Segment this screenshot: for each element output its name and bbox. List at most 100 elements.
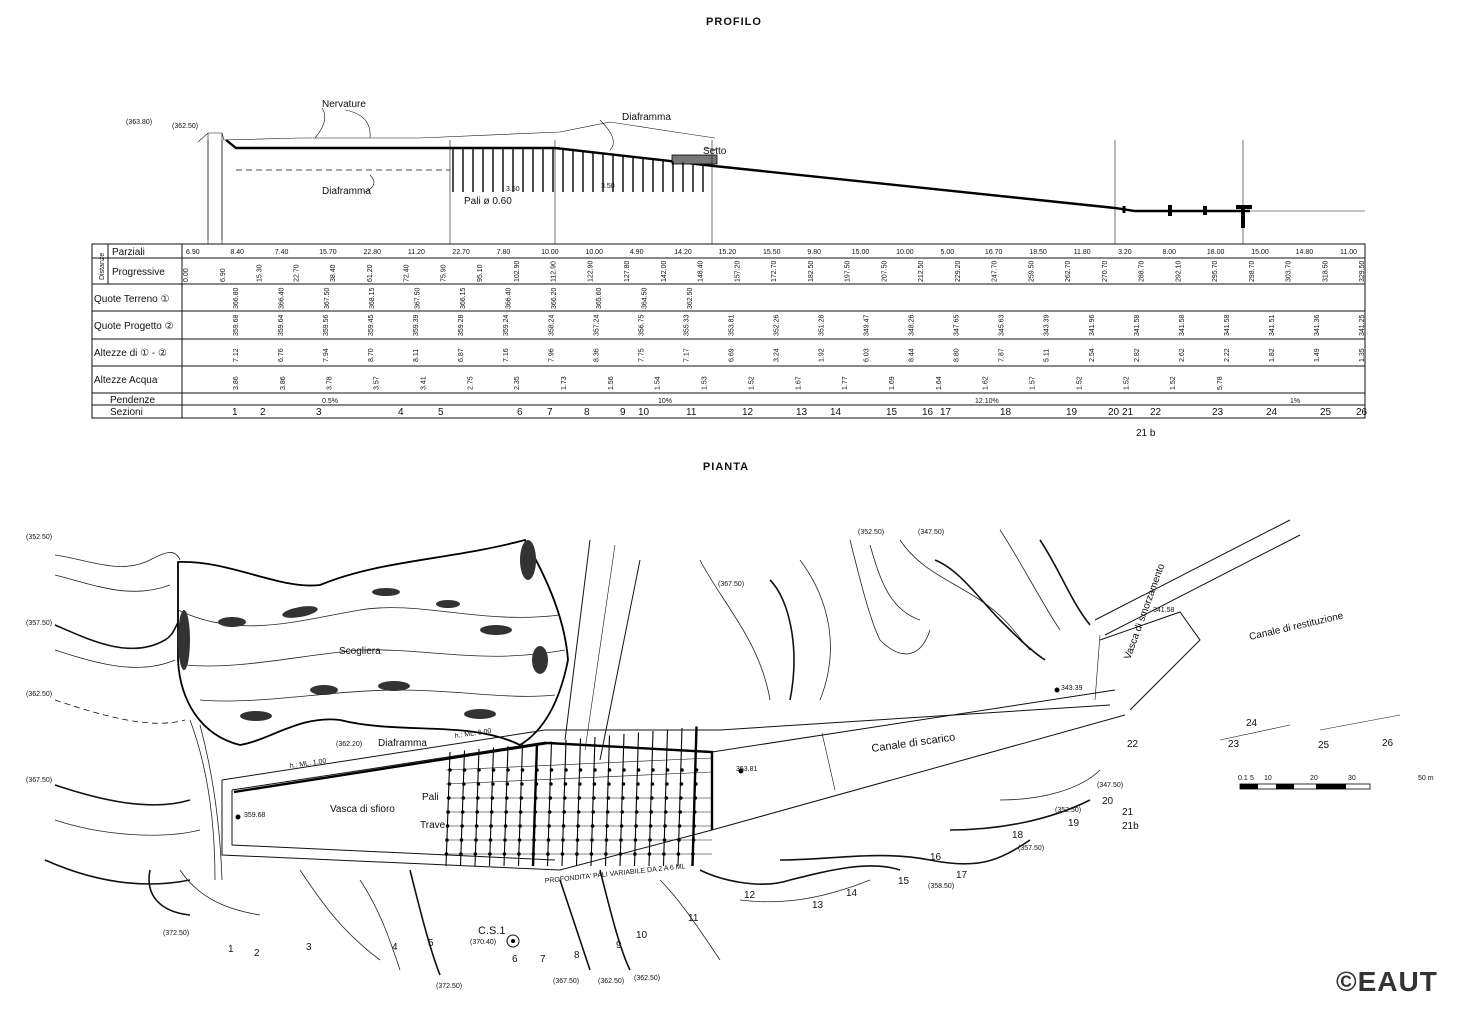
quote-progetto-cell: 359.39 (413, 314, 420, 336)
progressive-cell: 212.50 (918, 260, 925, 282)
quote-progetto-cell: 343.39 (1044, 314, 1051, 336)
profile-title: PROFILO (706, 16, 762, 28)
quote-terreno-cell: 366.80 (233, 287, 240, 309)
contour-elevation: (352.50) (1055, 807, 1081, 814)
contour-elevation: (372.50) (163, 930, 189, 937)
parziali-cell: 11.00 (1340, 249, 1357, 256)
pile-point (636, 768, 641, 772)
parziali-cell: 22.70 (452, 249, 470, 256)
altezze-cell: 6.69 (728, 348, 735, 362)
altezze-cell: 6.03 (864, 348, 871, 362)
progressive-cell: 259.50 (1028, 260, 1035, 282)
altezze-acqua-cell: 1.52 (1170, 376, 1177, 390)
sezione-cell: 16 (922, 407, 934, 418)
altezze-acqua-cell: 3.86 (280, 376, 287, 390)
sezione-cell: 9 (620, 407, 626, 418)
pendenza-cell: 1% (1290, 398, 1300, 405)
quote-terreno-cell: 367.50 (415, 287, 422, 309)
altezze-acqua-cell: 1.62 (983, 376, 990, 390)
quote-terreno-cell: 365.60 (596, 287, 603, 309)
parziali-cell: 10.00 (896, 249, 914, 256)
sezione-cell: 2 (260, 407, 266, 418)
pile-point (680, 768, 684, 772)
altezze-acqua-cell: 1.53 (702, 376, 709, 390)
setto-label: Setto (703, 146, 727, 157)
contour-elevation: (367.50) (718, 581, 744, 588)
progressive-cell: 157.20 (734, 260, 741, 282)
quote-progetto-cell: 358.24 (548, 314, 555, 336)
section-marker: 7 (540, 954, 546, 965)
parziali-cell: 14.80 (1296, 249, 1314, 256)
parziali-cell: 9.80 (807, 249, 821, 256)
sezione-cell: 17 (940, 407, 952, 418)
diaframma-plan-label: Diaframma (378, 738, 427, 749)
sezione-cell: 13 (796, 407, 808, 418)
spot-height: 359.68 (244, 812, 266, 819)
progressive-cell: 298.70 (1249, 260, 1256, 282)
pile-point (665, 768, 670, 772)
progressive-cell: 148.40 (698, 260, 705, 282)
canale-scarico-label: Canale di scarico (871, 731, 956, 755)
progressive-cell: 288.70 (1139, 260, 1146, 282)
progressive-cell: 292.10 (1175, 260, 1182, 282)
altezze-acqua-cell: 3.78 (327, 376, 334, 390)
sezione-cell: 25 (1320, 407, 1332, 418)
section-marker: 21b (1122, 821, 1139, 832)
section-marker: 19 (1068, 818, 1080, 829)
parziali-cell: 8.40 (230, 249, 244, 256)
elevation-363-80: (363.80) (126, 119, 152, 126)
section-marker: 17 (956, 870, 968, 881)
section-marker: 8 (574, 950, 580, 961)
sezione-cell: 7 (547, 407, 553, 418)
sezione-cell: 1 (232, 407, 238, 418)
progressive-cell: 295.70 (1212, 260, 1219, 282)
altezze-cell: 1.92 (819, 348, 826, 362)
pile-point (462, 782, 466, 786)
altezze-acqua-cell: 1.52 (1123, 376, 1130, 390)
quote-progetto-cell: 359.24 (503, 314, 510, 336)
sezione-cell: 14 (830, 407, 842, 418)
progressive-cell: 122.90 (587, 260, 594, 282)
progressive-cell: 61.20 (367, 264, 374, 282)
pile-point (607, 782, 611, 786)
pile-point (506, 768, 510, 772)
contour-elevation: (362.50) (26, 691, 52, 698)
section-marker: 20 (1102, 796, 1114, 807)
parziali-cell: 5.00 (941, 249, 955, 256)
pendenza-cell: 0.5% (322, 398, 338, 405)
quote-progetto-cell: 341.36 (1314, 314, 1321, 336)
altezze-acqua-cell: 1.52 (748, 376, 755, 390)
row-quote-progetto: Quote Progetto ② (94, 321, 174, 332)
sezione-cell: 21 (1122, 407, 1134, 418)
profondita-label: PROFONDITA' PALI VARIABILE DA 2 A 6 ML (544, 863, 685, 885)
pile-row (619, 733, 625, 867)
progressive-cell: 197.50 (845, 260, 852, 282)
pendenza-cell: 10% (658, 398, 672, 405)
dimension-1: 3.50 (506, 186, 520, 193)
quote-progetto-cell: 351.28 (819, 314, 826, 336)
altezze-acqua-cell: 2.35 (514, 376, 521, 390)
sezione-21b: 21 b (1136, 428, 1156, 439)
contour-elevation: (367.50) (553, 978, 579, 985)
altezze-cell: 6.76 (278, 348, 285, 362)
contour-elevation: (347.50) (918, 529, 944, 536)
profile-drawing (197, 107, 1365, 244)
quote-terreno-cell: 367.50 (324, 287, 331, 309)
hml100-label: h.: ML. 1.00 (289, 758, 327, 770)
quote-progetto-cell: 355.33 (683, 314, 690, 336)
row-sezioni: Sezioni (110, 407, 143, 418)
parziali-cell: 15.00 (852, 249, 870, 256)
pile-point (563, 782, 568, 786)
sezione-cell: 8 (584, 407, 590, 418)
distanze-label: Distanze (99, 253, 106, 280)
parziali-cell: 6.90 (186, 249, 200, 256)
pile-point (679, 782, 684, 786)
pile-row (503, 745, 509, 867)
altezze-acqua-cell: 2.75 (467, 376, 474, 390)
contour-elevation: (362.50) (598, 978, 624, 985)
scale-tick: 50 m (1418, 775, 1434, 782)
pile-point (491, 782, 495, 786)
parziali-cell: 22.80 (364, 249, 382, 256)
progressive-cell: 15.30 (257, 264, 264, 282)
progressive-cell: 262.70 (1065, 260, 1072, 282)
